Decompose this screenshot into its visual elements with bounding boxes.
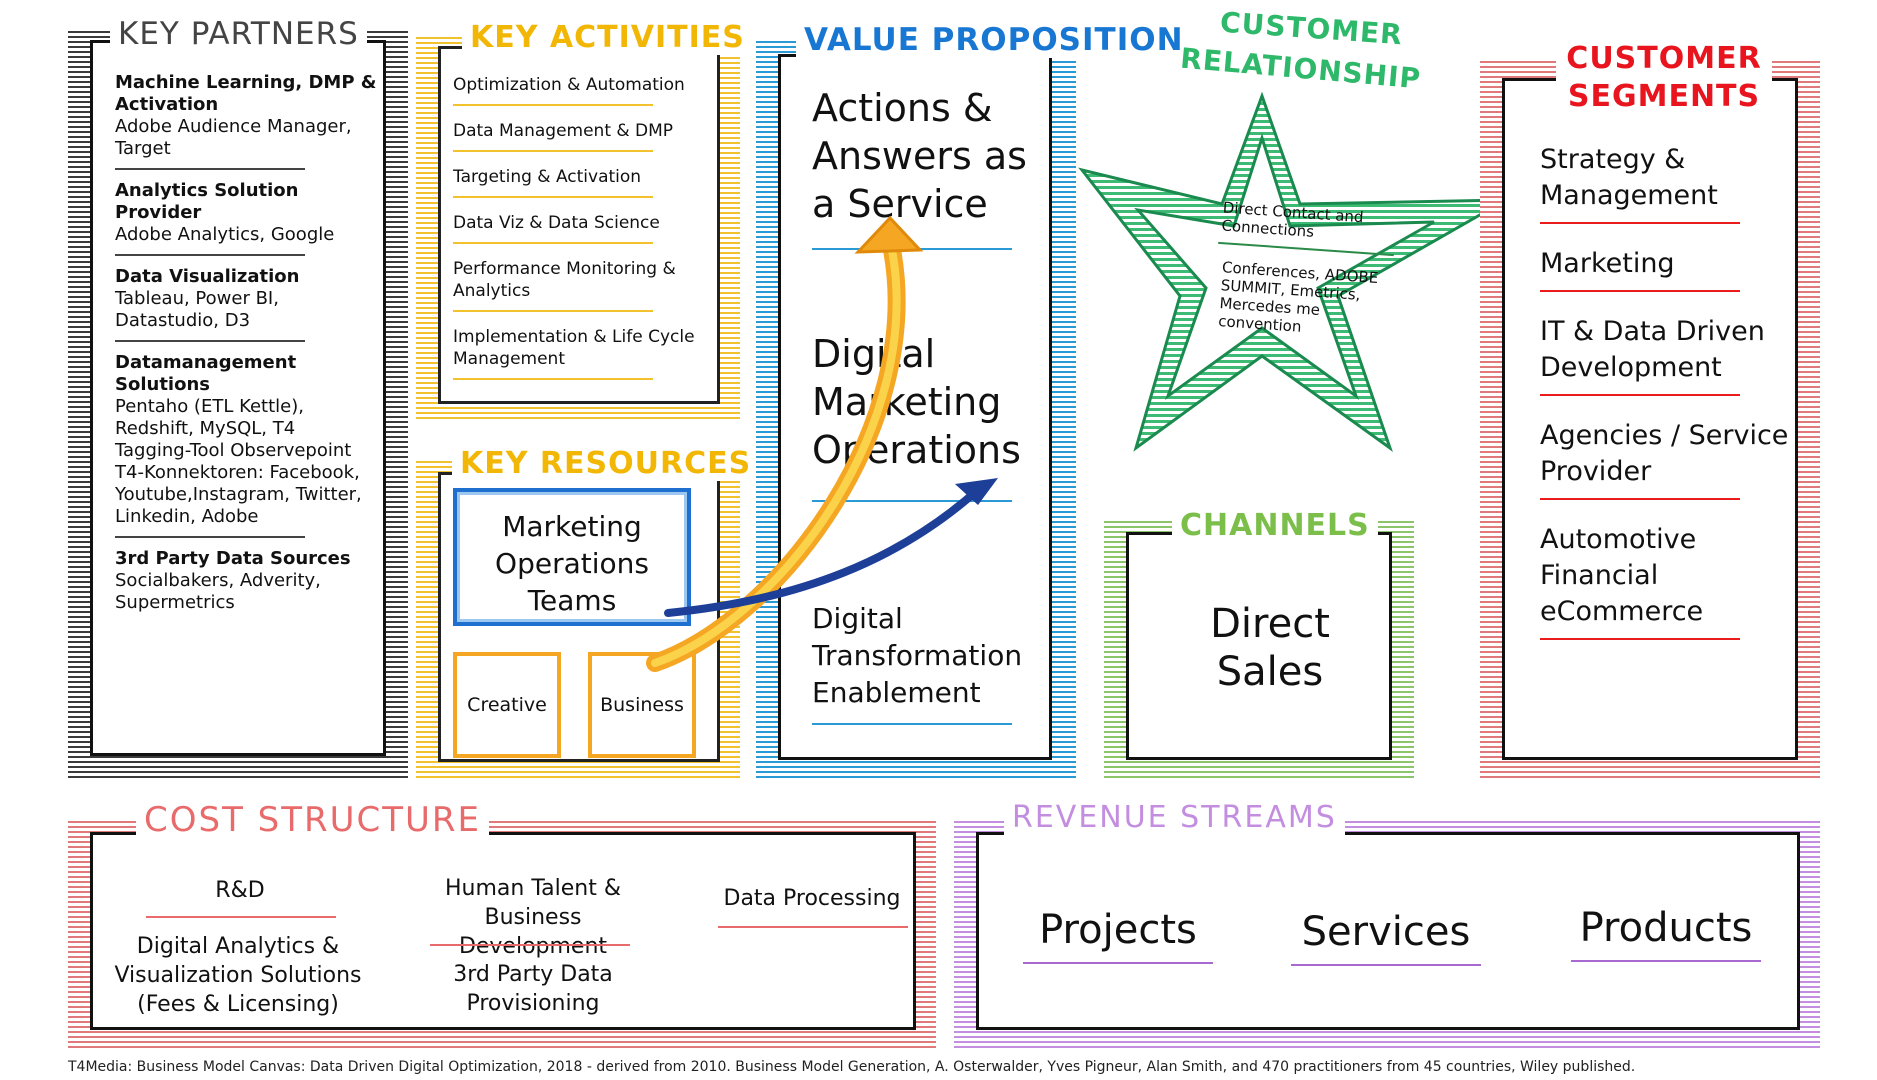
- key-activities-title: KEY ACTIVITIES: [462, 20, 753, 55]
- value-item: Digital Marketing Operations: [812, 330, 1062, 502]
- partner-heading: Datamanagement Solutions: [115, 352, 297, 395]
- customer-segments-panel: [1480, 60, 1820, 778]
- footer-citation: T4Media: Business Model Canvas: Data Dri…: [68, 1059, 1636, 1075]
- key-resources-title: KEY RESOURCES: [452, 446, 760, 481]
- partner-heading: 3rd Party Data Sources: [115, 548, 351, 569]
- relationship-item-2: Conferences, ADOBE SUMMIT, Emetrics, Mer…: [1217, 258, 1379, 336]
- activity-item: Performance Monitoring & Analytics: [453, 258, 715, 312]
- segment-item: IT & Data Driven Development: [1540, 314, 1802, 396]
- resources-main-label: Marketing Operations Teams: [495, 510, 649, 617]
- customer-relationship-title-1: CUSTOMER: [1219, 5, 1404, 52]
- customer-segments-title: CUSTOMER SEGMENTS: [1556, 40, 1772, 116]
- partner-body: Adobe Analytics, Google: [115, 224, 335, 245]
- resources-creative-label: Creative: [467, 694, 547, 716]
- cost-item-analytics: Digital Analytics & Visualization Soluti…: [114, 934, 362, 1017]
- divider: [115, 536, 305, 538]
- cost-item-talent: Human Talent & Business Development: [445, 876, 621, 959]
- revenue-item: Products: [1566, 904, 1766, 962]
- segment-item: Strategy & Management: [1540, 142, 1802, 224]
- resources-business-label: Business: [600, 694, 684, 716]
- value-proposition-title: VALUE PROPOSITION: [796, 22, 1192, 58]
- revenue-item: Services: [1286, 908, 1486, 966]
- activity-item: Data Management & DMP: [453, 120, 715, 152]
- channels-body: Direct Sales: [1210, 601, 1330, 695]
- value-item: Digital Transformation Enablement: [812, 600, 1062, 725]
- partner-heading: Machine Learning, DMP & Activation: [115, 72, 377, 115]
- cost-item-rnd: R&D: [215, 878, 265, 903]
- key-activities-list: Optimization & Automation Data Managemen…: [453, 74, 715, 380]
- revenue-item: Projects: [1018, 906, 1218, 964]
- partner-group: Analytics Solution Provider Adobe Analyt…: [115, 180, 380, 256]
- resources-business-box: Business: [588, 652, 696, 758]
- divider: [115, 254, 305, 256]
- resources-creative-box: Creative: [453, 652, 561, 758]
- cost-item-data-processing: Data Processing: [723, 886, 901, 911]
- partner-body: Adobe Audience Manager, Target: [115, 116, 352, 159]
- partner-group: Machine Learning, DMP & Activation Adobe…: [115, 72, 380, 170]
- revenue-streams-panel: [954, 818, 1820, 1048]
- relationship-item-1: Direct Contact and Connections: [1220, 198, 1365, 241]
- partner-heading: Data Visualization: [115, 266, 300, 287]
- revenue-streams-title: REVENUE STREAMS: [1004, 800, 1345, 835]
- partner-group: Datamanagement Solutions Pentaho (ETL Ke…: [115, 352, 380, 538]
- partner-body: Tableau, Power BI, Datastudio, D3: [115, 288, 279, 331]
- segment-item: Marketing: [1540, 246, 1802, 292]
- activity-item: Implementation & Life Cycle Management: [453, 326, 715, 380]
- activity-item: Optimization & Automation: [453, 74, 715, 106]
- partner-group: Data Visualization Tableau, Power BI, Da…: [115, 266, 380, 342]
- segments-list: Strategy & Management Marketing IT & Dat…: [1540, 142, 1802, 640]
- cost-structure-title: COST STRUCTURE: [136, 800, 490, 840]
- partner-body: Socialbakers, Adverity, Supermetrics: [115, 570, 321, 613]
- resources-main-box: Marketing Operations Teams: [453, 488, 691, 626]
- partner-group: 3rd Party Data Sources Socialbakers, Adv…: [115, 548, 380, 614]
- segment-item: Agencies / Service Provider: [1540, 418, 1802, 500]
- value-item: Actions & Answers as a Service: [812, 84, 1062, 250]
- customer-segments-title-text: CUSTOMER SEGMENTS: [1566, 41, 1762, 114]
- divider: [115, 340, 305, 342]
- partner-body: Pentaho (ETL Kettle), Redshift, MySQL, T…: [115, 396, 362, 527]
- segment-item: Automotive Financial eCommerce: [1540, 522, 1802, 640]
- partner-heading: Analytics Solution Provider: [115, 180, 299, 223]
- activity-item: Targeting & Activation: [453, 166, 715, 198]
- cost-item-3rd-party: 3rd Party Data Provisioning: [453, 962, 613, 1016]
- cost-structure-panel: [68, 818, 936, 1048]
- key-partners-panel: [68, 28, 408, 778]
- divider: [115, 168, 305, 170]
- key-partners-title: KEY PARTNERS: [110, 16, 367, 52]
- key-partners-list: Machine Learning, DMP & Activation Adobe…: [115, 72, 380, 614]
- activity-item: Data Viz & Data Science: [453, 212, 715, 244]
- channels-title: CHANNELS: [1172, 508, 1378, 543]
